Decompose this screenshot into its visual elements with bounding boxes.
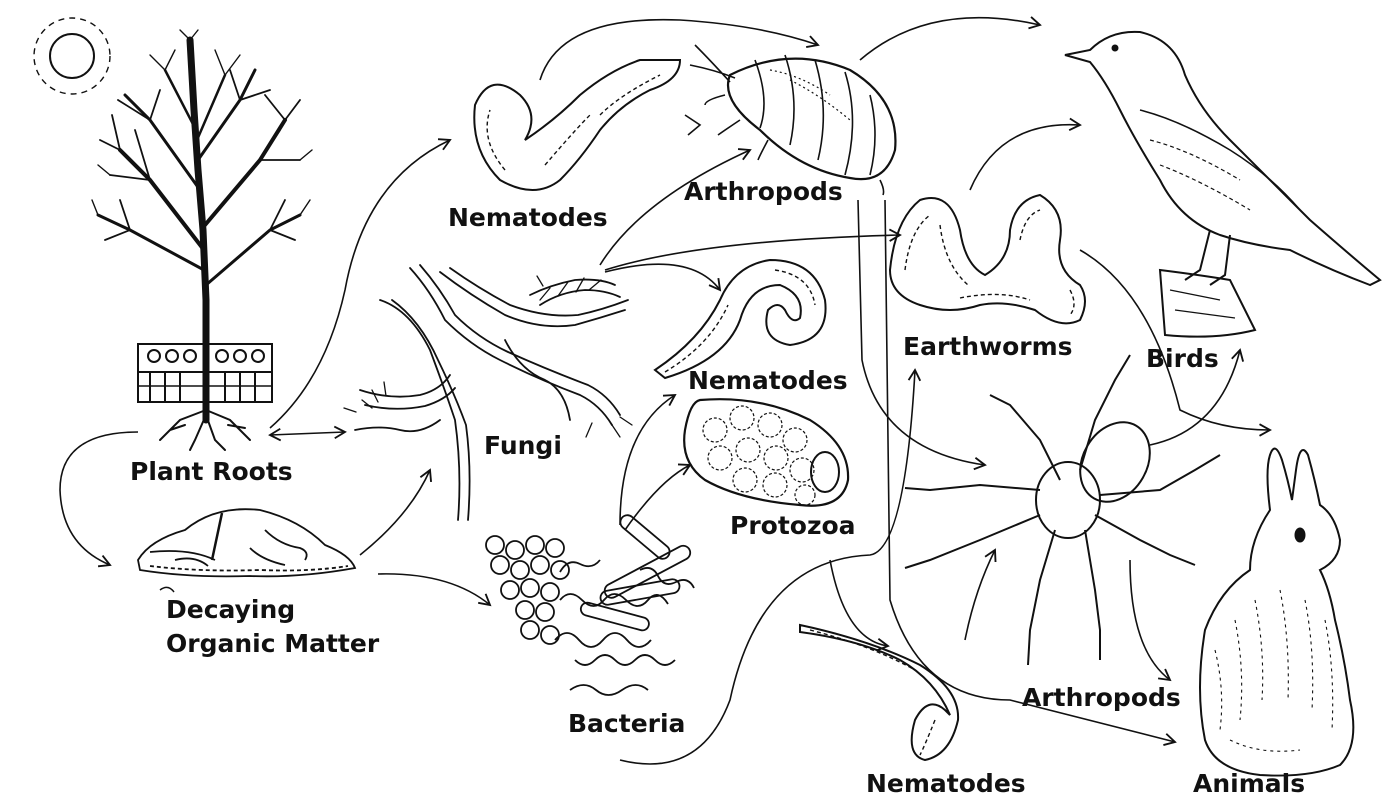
fungi-icon: [344, 265, 632, 520]
nematode-icon: [474, 60, 680, 190]
bacteria-icon: [486, 512, 694, 695]
spider-icon: [905, 355, 1220, 665]
label-protozoa: Protozoa: [730, 512, 856, 541]
bird-icon: [1065, 32, 1380, 337]
nematode-icon: [800, 625, 958, 760]
organic-matter-icon: [138, 509, 355, 592]
label-plant-roots: Plant Roots: [130, 458, 293, 487]
label-earthworms: Earthworms: [903, 333, 1073, 362]
label-birds: Birds: [1146, 345, 1219, 374]
earthworm-icon: [890, 195, 1085, 323]
tree-icon: [92, 30, 312, 450]
label-decaying-line1: Decaying: [166, 596, 295, 625]
label-fungi: Fungi: [484, 432, 562, 461]
label-arthropods-bottom: Arthropods: [1022, 684, 1181, 713]
label-nematodes-bottom: Nematodes: [866, 770, 1026, 799]
label-nematodes-mid: Nematodes: [688, 367, 848, 396]
nematode-icon: [655, 260, 826, 378]
rabbit-icon: [1200, 449, 1353, 776]
sun-icon: [34, 18, 110, 94]
label-bacteria: Bacteria: [568, 710, 685, 739]
label-arthropods-top: Arthropods: [684, 178, 843, 207]
label-nematodes-top: Nematodes: [448, 204, 608, 233]
arthropod-icon: [690, 45, 895, 195]
protozoa-icon: [684, 399, 848, 506]
label-decaying-line2: Organic Matter: [166, 630, 379, 659]
label-animals: Animals: [1193, 770, 1305, 799]
